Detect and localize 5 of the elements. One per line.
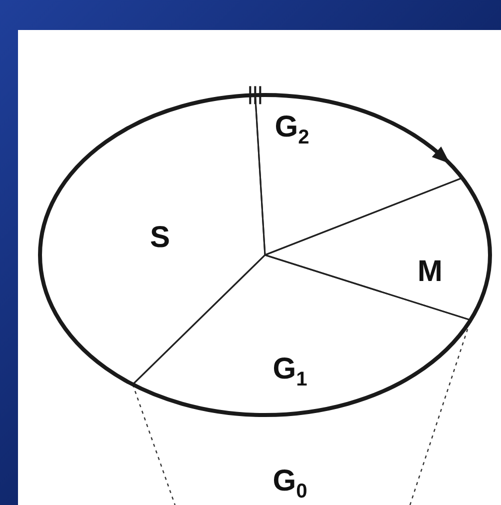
phase-label: M [418,257,442,287]
phase-label: G$_{2}$ [274,112,310,148]
phase-label: G$_{1}$ [272,354,308,390]
phase-label: G$_{0}$ [272,466,308,502]
phase-label: S [150,223,170,253]
